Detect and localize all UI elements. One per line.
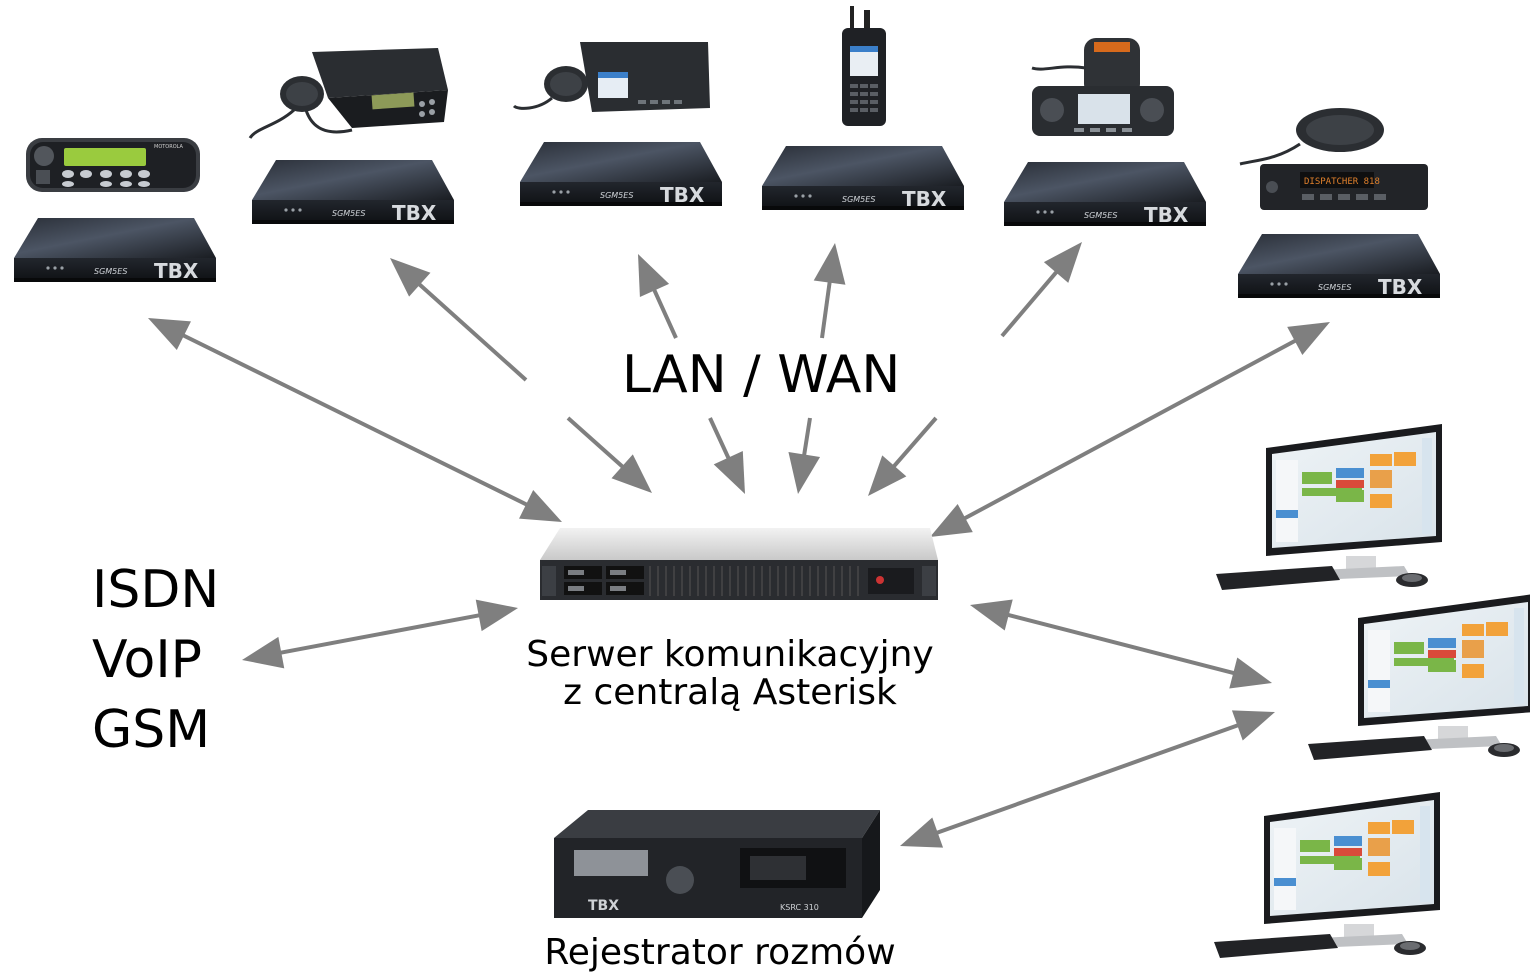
arrow-gateway-3-down: [708, 417, 745, 494]
gateway-model-label: SGM5ES: [842, 195, 875, 204]
call-recorder-icon: TBX KSRC 310: [554, 810, 880, 918]
rack-server-icon: [540, 528, 938, 600]
arrow-workstation-2a: [970, 599, 1272, 689]
connection-arrows: [148, 242, 1330, 848]
arrow-gateway-4-up: [813, 243, 846, 339]
handheld-radio-icon: [842, 6, 886, 126]
gateway-brand-logo: TBX: [1378, 275, 1423, 299]
mobile-radio-icon: [1031, 38, 1174, 136]
telephony-label-gsm: GSM: [92, 700, 211, 760]
gateway-model-label: SGM5ES: [1084, 211, 1117, 220]
telephony-label-voip: VoIP: [92, 630, 203, 690]
arrow-gateway-6: [930, 322, 1330, 537]
gateway-model-label: SGM5ES: [600, 191, 633, 200]
radio-gateway-icon: SGM5ES TBX: [14, 218, 216, 283]
radio-gateway-icon: SGM5ES TBX: [252, 160, 454, 225]
gateway-brand-logo: TBX: [154, 259, 199, 283]
mobile-radio-icon: [512, 42, 710, 112]
gateway-brand-logo: TBX: [902, 187, 947, 211]
dispatcher-workstation-icon: [1308, 594, 1530, 760]
server-caption: Serwer komunikacyjny z centralą Asterisk: [470, 636, 990, 712]
radio-gateway-icon: SGM5ES TBX: [1004, 162, 1206, 227]
mobile-radio-icon: MOTOROLA: [26, 138, 200, 192]
mobile-radio-icon: DISPATCHER 818: [1239, 108, 1428, 210]
server-caption-line2: z centralą Asterisk: [563, 672, 897, 713]
radio-brand: MOTOROLA: [154, 144, 184, 150]
server-caption-line1: Serwer komunikacyjny: [526, 634, 934, 675]
dispatcher-workstation-icon: [1216, 424, 1442, 590]
gateway-brand-logo: TBX: [392, 201, 437, 225]
arrow-telephony: [242, 599, 518, 669]
arrow-gateway-4-down: [788, 417, 821, 494]
gateway-model-label: SGM5ES: [94, 267, 127, 276]
radio-gateway-icon: SGM5ES TBX: [762, 146, 964, 211]
dispatcher-workstations: [1214, 424, 1530, 958]
radio-gateway-icon: SGM5ES TBX: [520, 142, 722, 207]
recorder-brand: TBX: [588, 898, 619, 914]
arrow-gateway-2-up: [390, 258, 528, 382]
gateway-model-label: SGM5ES: [1318, 283, 1351, 292]
arrow-gateway-3-up: [638, 254, 678, 339]
mobile-radio-icon: [248, 48, 448, 139]
arrow-gateway-5-up: [1000, 242, 1082, 338]
network-label: LAN / WAN: [622, 345, 901, 405]
radio-display-text: DISPATCHER 818: [1304, 177, 1380, 187]
radio-gateway-icon: SGM5ES TBX: [1238, 234, 1440, 299]
telephony-label-isdn: ISDN: [92, 560, 220, 620]
arrow-gateway-5-down: [868, 416, 938, 496]
arrow-workstation-2b: [900, 710, 1275, 848]
arrow-gateway-1: [148, 318, 562, 522]
recorder-caption: Rejestrator rozmów: [544, 932, 896, 973]
recorder-model: KSRC 310: [780, 903, 819, 912]
gateway-model-label: SGM5ES: [332, 209, 365, 218]
arrow-gateway-2-down: [566, 416, 652, 493]
gateway-brand-logo: TBX: [660, 183, 705, 207]
dispatcher-workstation-icon: [1214, 792, 1440, 958]
gateway-brand-logo: TBX: [1144, 203, 1189, 227]
